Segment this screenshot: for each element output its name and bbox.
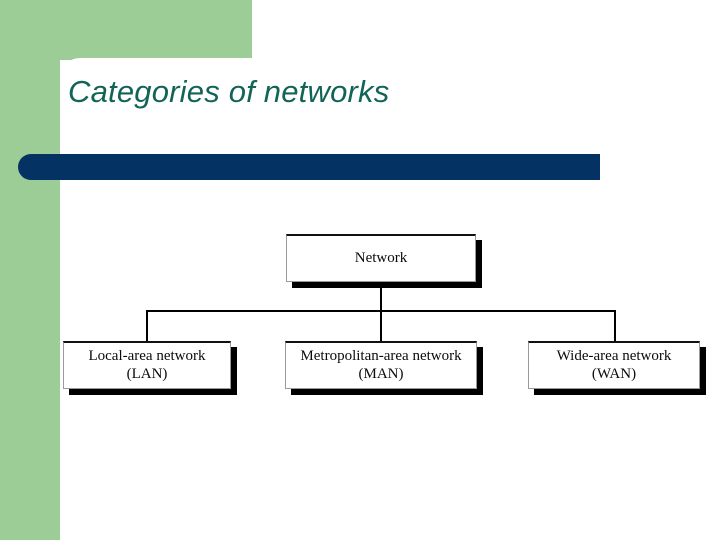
node-lan-line1: Local-area network (88, 347, 206, 364)
node-wan-text: Wide-area network (WAN) (551, 348, 678, 383)
node-network-label: Network (354, 249, 408, 266)
node-metropolitan-area-network: Metropolitan-area network (MAN) (285, 341, 477, 389)
node-wide-area-network: Wide-area network (WAN) (528, 341, 700, 389)
title-divider-bar (18, 154, 600, 180)
connector-drop-lan (146, 310, 148, 341)
decorative-green-left-strip (0, 0, 60, 540)
node-local-area-network: Local-area network (LAN) (63, 341, 231, 389)
node-network: Network (286, 234, 476, 282)
node-lan-text: Local-area network (LAN) (82, 348, 211, 383)
connector-root-stem (380, 282, 382, 312)
content-panel (60, 58, 720, 540)
node-man-text: Metropolitan-area network (MAN) (294, 348, 467, 383)
connector-drop-wan (614, 310, 616, 341)
decorative-green-top-block (0, 0, 252, 60)
connector-drop-man (380, 310, 382, 341)
page-title: Categories of networks (68, 74, 390, 109)
node-wan-line1: Wide-area network (556, 347, 672, 364)
node-wan-line2: (WAN) (591, 365, 637, 382)
node-man-line2: (MAN) (358, 365, 404, 382)
node-lan-line2: (LAN) (126, 365, 168, 382)
node-man-line1: Metropolitan-area network (300, 347, 462, 364)
